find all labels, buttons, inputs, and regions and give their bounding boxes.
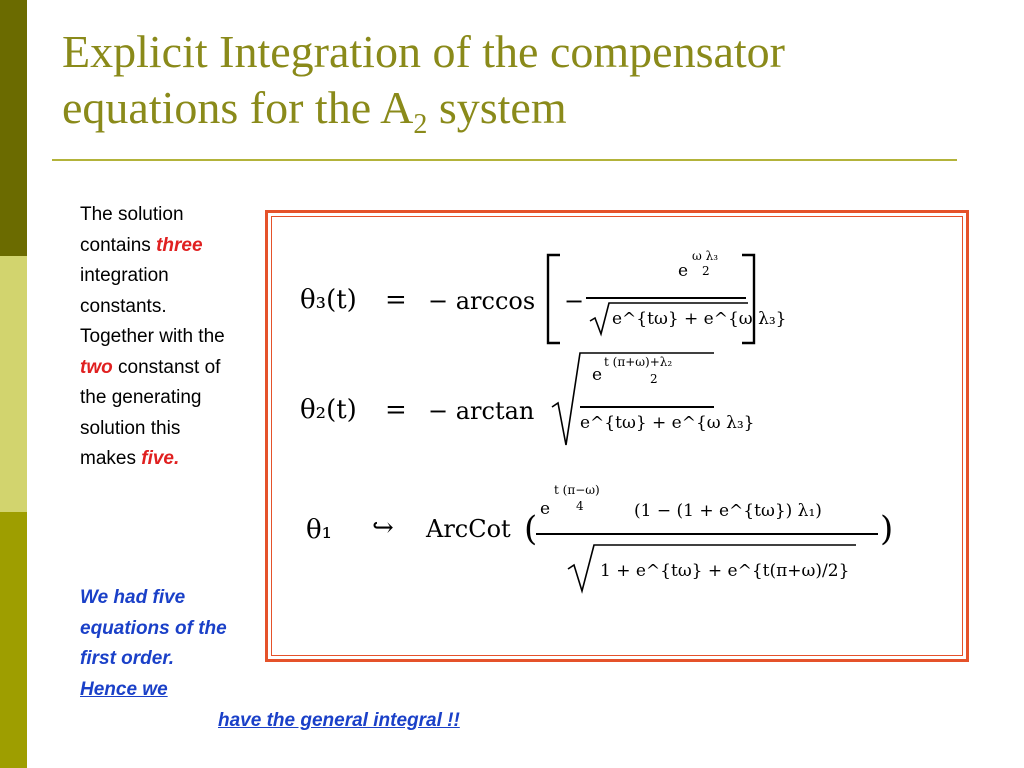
emphasis-three: three xyxy=(156,234,203,256)
sidebar-segment-dark xyxy=(0,0,27,256)
hence-we-link[interactable]: Hence we xyxy=(80,678,168,700)
sidebar-segment-mid xyxy=(0,512,27,768)
eq3-left-paren: ( xyxy=(524,509,538,549)
eq3-denominator: 1 + e^{tω} + e^{t(π+ω)/2} xyxy=(600,561,850,581)
title-line-2-post: system xyxy=(427,82,567,133)
equation-box-inner-border xyxy=(271,216,963,656)
eq2-sqrt-icon xyxy=(551,352,714,446)
title-line-1: Explicit Integration of the compensator xyxy=(62,26,785,77)
title-line-2-pre: equations for the A xyxy=(62,82,414,133)
eq2-numerator-exponent-bottom: 2 xyxy=(650,372,658,386)
eq3-numerator-base: e xyxy=(540,499,551,519)
eq1-left-bracket xyxy=(546,253,560,345)
eq1-sqrt-icon xyxy=(589,302,748,337)
eq3-fraction-bar xyxy=(536,533,878,535)
eq1-numerator-base: e xyxy=(678,261,689,281)
eq2-equals: = xyxy=(385,395,407,425)
eq2-denominator: e^{tω} + e^{ω λ₃} xyxy=(580,413,755,433)
eq2-numerator-exponent-top: t (π+ω)+λ₂ xyxy=(604,355,673,369)
eq2-numerator-base: e xyxy=(592,365,603,385)
eq1-denominator: e^{tω} + e^{ω λ₃} xyxy=(612,309,787,329)
body-text-2: integration constants. Together with the xyxy=(80,265,225,347)
eq1-numerator-exponent-top: ω λ₃ xyxy=(692,249,719,263)
eq3-numerator-exponent-bottom: 4 xyxy=(576,499,584,513)
eq3-lhs: θ₁ xyxy=(306,515,333,545)
title-subscript: 2 xyxy=(413,109,428,141)
eq1-fraction-bar xyxy=(586,297,746,299)
blue-note: We had five equations of the first order… xyxy=(80,583,230,705)
eq3-right-paren: ) xyxy=(880,509,894,549)
body-paragraph: The solution contains three integration … xyxy=(80,200,230,475)
eq3-hook-arrow-icon: ↪ xyxy=(372,513,394,543)
eq1-minus: − xyxy=(564,287,585,315)
eq1-lhs: θ₃(t) xyxy=(300,285,357,315)
eq2-function: − arctan xyxy=(428,397,535,425)
eq3-numerator-exponent-top: t (π−ω) xyxy=(554,483,600,497)
body-text-3: constanst of the generating solution thi… xyxy=(80,356,221,470)
eq2-fraction-bar xyxy=(580,406,714,408)
emphasis-five: five. xyxy=(141,448,180,469)
sidebar-stripe xyxy=(0,0,27,768)
general-integral-link[interactable]: have the general integral !! xyxy=(218,710,460,731)
eq3-numerator-rest: (1 − (1 + e^{tω}) λ₁) xyxy=(634,501,822,521)
body-text-1: The solution contains xyxy=(80,204,184,256)
eq1-right-bracket xyxy=(742,253,756,345)
body-text: The solution contains three integration … xyxy=(80,200,230,475)
equation-box: θ₃(t) = − arccos − e ω λ₃ 2 e^{tω} + e^{… xyxy=(265,210,969,662)
eq2-lhs: θ₂(t) xyxy=(300,395,357,425)
sidebar-segment-light xyxy=(0,256,27,512)
eq1-numerator-exponent-bottom: 2 xyxy=(702,264,710,278)
emphasis-two: two xyxy=(80,356,113,378)
eq3-function: ArcCot xyxy=(426,515,511,543)
title-divider xyxy=(52,159,957,161)
eq1-function: − arccos xyxy=(428,287,536,315)
eq3-sqrt-icon xyxy=(567,544,856,594)
blue-note-line: We had five equations of the first order… xyxy=(80,587,227,669)
eq1-equals: = xyxy=(385,285,407,315)
